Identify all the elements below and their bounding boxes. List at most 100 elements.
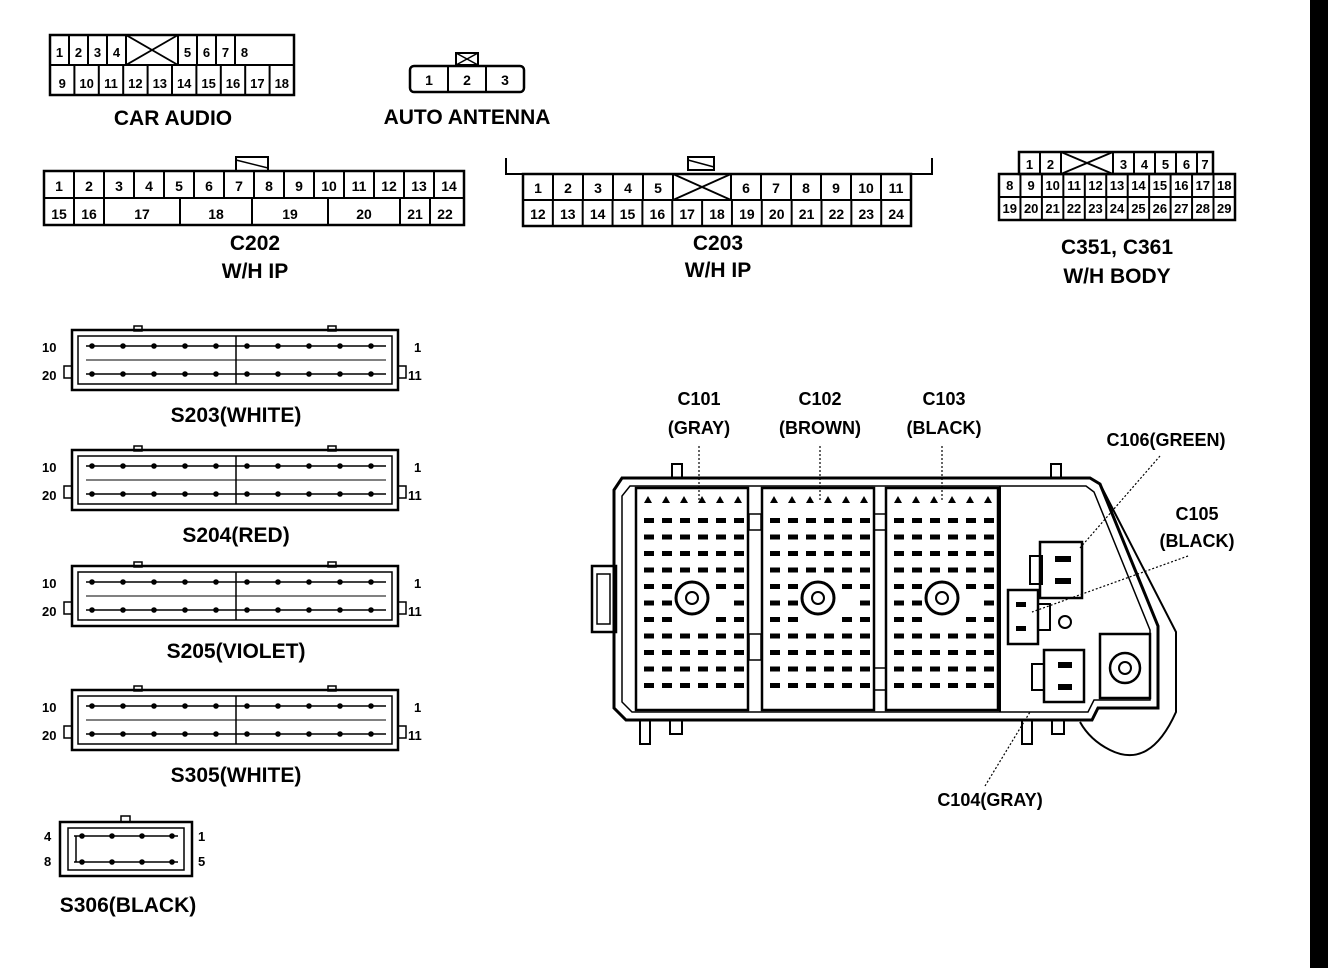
splice-pin xyxy=(89,579,95,585)
c101-block-terminal xyxy=(698,518,708,523)
c103-block-terminal xyxy=(912,584,922,589)
splice-pin xyxy=(306,703,312,709)
c351-pin: 25 xyxy=(1131,201,1145,216)
c102-block-terminal xyxy=(770,600,780,606)
c101-block-terminal xyxy=(644,617,654,622)
c102-block-terminal xyxy=(806,633,816,639)
c101-block-terminal xyxy=(662,584,672,589)
splice-pin xyxy=(120,343,126,349)
c102-block-terminal xyxy=(770,518,780,523)
c101-block-terminal-key xyxy=(680,496,688,503)
splice-pin xyxy=(151,607,157,613)
c102-block xyxy=(760,486,876,712)
c102-block-terminal xyxy=(770,567,780,573)
splice-pin xyxy=(244,607,250,613)
c202-pin: 4 xyxy=(145,178,153,194)
c103-block-terminal xyxy=(984,518,994,523)
c106-leader xyxy=(1079,455,1161,549)
junction-block: C101 (GRAY) C102 (BROWN) C103 (BLACK) C1… xyxy=(590,389,1234,810)
splice-side-tab xyxy=(63,725,73,739)
c102-block-terminal xyxy=(770,683,780,688)
splice-body xyxy=(70,448,400,512)
c351-pin: 10 xyxy=(1045,178,1059,193)
junction-block-separator xyxy=(873,667,887,691)
c101-block-terminal xyxy=(734,584,744,589)
junction-block-top-tab-right xyxy=(1050,463,1062,479)
splice-pin xyxy=(368,703,374,709)
c101-block-terminal xyxy=(680,551,690,556)
car-audio-pin: 17 xyxy=(250,76,264,91)
splice-pin xyxy=(213,343,219,349)
c102-block-terminal xyxy=(860,518,870,523)
c103-block-terminal xyxy=(984,683,994,688)
c202-latch-line xyxy=(235,159,269,169)
splice-tab xyxy=(133,445,143,452)
c102-block-terminal-key xyxy=(842,496,850,503)
splice-pin xyxy=(275,579,281,585)
c202-pin: 17 xyxy=(134,206,150,222)
auto-antenna-title: AUTO ANTENNA xyxy=(384,106,551,129)
c103-block-terminal xyxy=(894,551,904,556)
c103-block-terminal-key xyxy=(966,496,974,503)
c203-latch xyxy=(687,156,715,171)
splice-label-bottom-right: 11 xyxy=(408,604,422,619)
junction-block-top-tab-left xyxy=(671,463,683,479)
splice-pin xyxy=(120,491,126,497)
splice-tab xyxy=(327,325,337,332)
splice-pin xyxy=(306,731,312,737)
car-audio-pin: 11 xyxy=(104,76,118,91)
c102-block-terminal xyxy=(788,617,798,622)
c103-block-terminal xyxy=(912,551,922,556)
c105-terminal-bottom xyxy=(1016,626,1026,631)
c101-block xyxy=(634,486,750,712)
c102-block-terminal xyxy=(806,551,816,556)
splice-label-top-right: 1 xyxy=(414,576,421,591)
c104-terminal-bottom xyxy=(1058,684,1072,690)
c101-block-bolt-inner xyxy=(685,591,699,605)
car-audio-pin: 12 xyxy=(128,76,142,91)
splice-pin xyxy=(244,731,250,737)
c103-block-terminal xyxy=(930,650,940,655)
c103-block-terminal xyxy=(984,650,994,655)
c101-label: C101 xyxy=(677,389,720,409)
junction-block-connectors xyxy=(634,486,1000,712)
c101-block-terminal xyxy=(644,518,654,523)
c102-block-bolt-outer xyxy=(800,580,836,616)
c102-block-terminal-key xyxy=(860,496,868,503)
c101-block-terminal-key xyxy=(734,496,742,503)
c103-block-terminal xyxy=(984,551,994,556)
power-stud-inner xyxy=(1118,661,1132,675)
c102-block-terminal xyxy=(860,666,870,672)
c102-block-terminal xyxy=(770,666,780,672)
c105-mount-hole xyxy=(1058,615,1072,629)
c203-pin: 14 xyxy=(590,206,606,222)
splice-pin xyxy=(182,579,188,585)
c203-pin: 9 xyxy=(832,180,840,196)
c102-block-terminal xyxy=(806,567,816,573)
splice-pin xyxy=(337,607,343,613)
c351-pin: 14 xyxy=(1131,178,1146,193)
c106-terminal-top xyxy=(1055,556,1071,562)
splice-pin xyxy=(244,371,250,377)
splice-pin xyxy=(120,579,126,585)
c102-block-terminal xyxy=(824,567,834,573)
c101-block-terminal xyxy=(662,551,672,556)
c102-block-terminal xyxy=(842,518,852,523)
auto-antenna-connector: 1 2 3 AUTO ANTENNA xyxy=(384,52,551,129)
c351-pin: 29 xyxy=(1217,201,1231,216)
c103-block-terminal xyxy=(948,567,958,573)
c103-block-terminal xyxy=(912,534,922,540)
splice-pin xyxy=(244,343,250,349)
c102-block-terminal-key xyxy=(824,496,832,503)
c202-pin: 10 xyxy=(321,178,337,194)
splice-side-tab xyxy=(397,601,407,615)
c103-block-terminal xyxy=(912,567,922,573)
splice-pin xyxy=(275,491,281,497)
c103-block-terminal xyxy=(984,584,994,589)
c101-block-terminal xyxy=(644,633,654,639)
c101-block-terminal-key xyxy=(716,496,724,503)
splice-pin xyxy=(275,731,281,737)
c102-block-terminal xyxy=(860,567,870,573)
